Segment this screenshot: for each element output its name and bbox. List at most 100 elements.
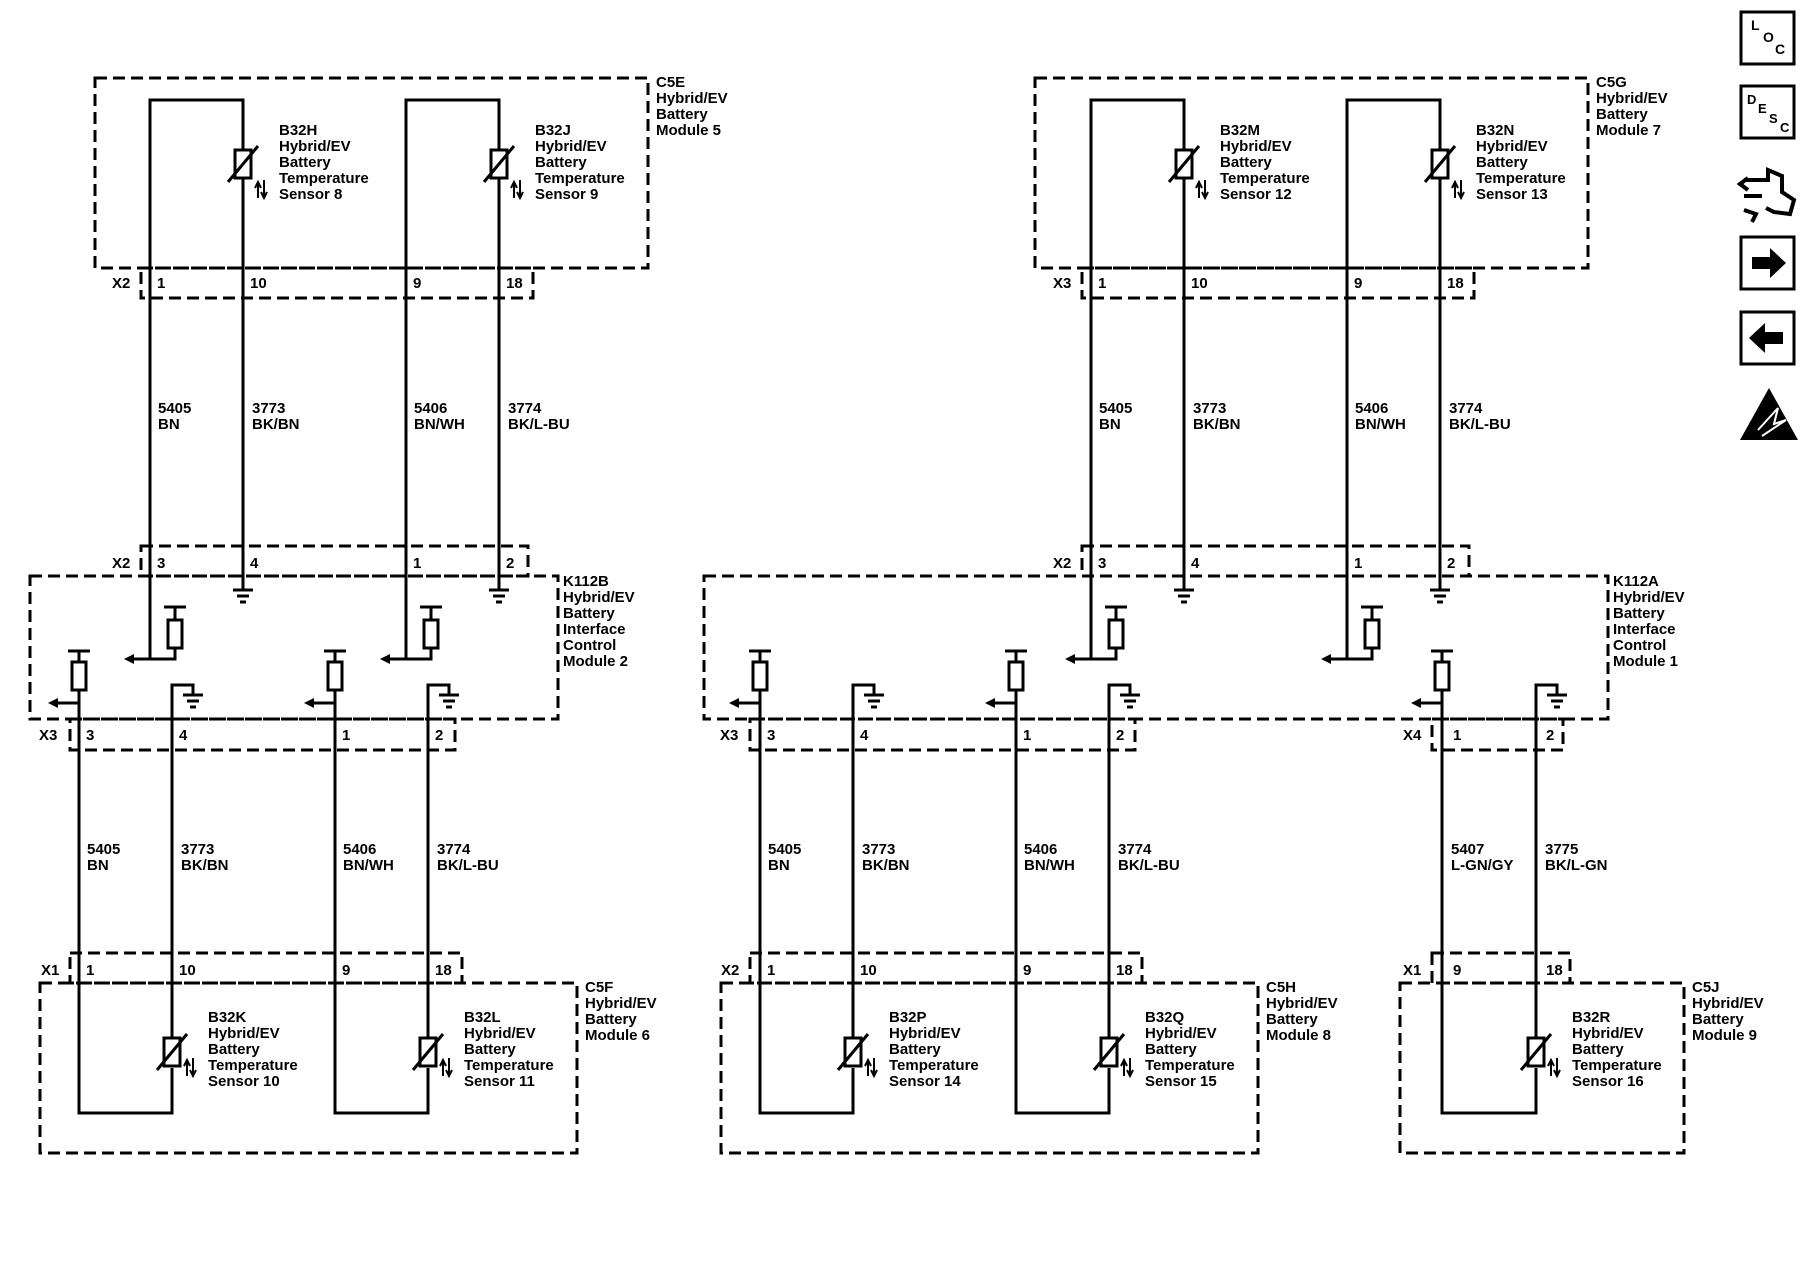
pin-number: 4 bbox=[250, 555, 259, 572]
thermistor-symbol bbox=[1423, 145, 1465, 201]
pin-number: 18 bbox=[1116, 962, 1133, 979]
connector-x3-k112a-bottom bbox=[748, 717, 1137, 752]
wire-5406-bottom-mid bbox=[1014, 680, 1111, 1115]
module-k112a-box bbox=[702, 574, 1610, 721]
thermistor-symbol bbox=[836, 1033, 878, 1079]
pin-number: 1 bbox=[1098, 275, 1106, 292]
pull-up-resistor bbox=[985, 649, 1027, 708]
esd-warning-icon[interactable] bbox=[1740, 388, 1798, 440]
ground-symbol bbox=[1174, 588, 1194, 604]
arrow-left-icon[interactable] bbox=[1739, 310, 1796, 366]
pull-up-resistor bbox=[729, 649, 771, 708]
svg-text:C: C bbox=[1775, 41, 1785, 57]
thermistor-symbol bbox=[1092, 1033, 1134, 1079]
pull-up-resistor bbox=[1411, 649, 1453, 708]
thermistor-symbol bbox=[155, 1033, 197, 1079]
connector-label: X2 bbox=[1053, 555, 1071, 572]
wire-5405-bottom-left bbox=[77, 680, 174, 1115]
ground-symbol bbox=[489, 588, 509, 604]
pin-number: 2 bbox=[1447, 555, 1455, 572]
pin-number: 1 bbox=[1453, 727, 1461, 744]
pull-up-resistor bbox=[124, 605, 186, 664]
pin-number: 9 bbox=[342, 962, 350, 979]
connector-label: X2 bbox=[112, 275, 130, 292]
wire-5405-top-right bbox=[1089, 98, 1186, 659]
connector-label: X4 bbox=[1403, 727, 1422, 744]
pin-number: 1 bbox=[342, 727, 350, 744]
pin-number: 4 bbox=[1191, 555, 1200, 572]
pin-number: 1 bbox=[1023, 727, 1031, 744]
description-icon[interactable]: D E S C bbox=[1739, 84, 1796, 140]
connector-x2-k112b-top bbox=[139, 544, 530, 578]
module-k112b-box bbox=[28, 574, 560, 721]
pin-number: 3 bbox=[1098, 555, 1106, 572]
svg-text:C: C bbox=[1780, 120, 1790, 135]
ground-symbol bbox=[1120, 693, 1140, 709]
module-c5g-box bbox=[1033, 76, 1590, 270]
pin-number: 10 bbox=[1191, 275, 1208, 292]
connector-label: X3 bbox=[39, 727, 57, 744]
wire-3773-bottom-left bbox=[170, 683, 195, 1038]
wire-5406-top-right bbox=[1345, 98, 1442, 659]
pull-up-resistor bbox=[1321, 605, 1383, 664]
pin-number: 2 bbox=[1116, 727, 1124, 744]
pin-number: 18 bbox=[1447, 275, 1464, 292]
wire-5405-top-left bbox=[148, 98, 245, 659]
connector-x3-c5g bbox=[1080, 266, 1476, 300]
svg-text:O: O bbox=[1763, 29, 1774, 45]
connector-icon[interactable] bbox=[1736, 166, 1797, 223]
connector-x1-c5f bbox=[68, 951, 464, 985]
svg-text:L: L bbox=[1751, 17, 1760, 33]
connector-x2-k112a-top bbox=[1080, 544, 1471, 578]
pin-number: 4 bbox=[179, 727, 188, 744]
arrow-right-icon[interactable] bbox=[1739, 235, 1796, 291]
wire-3775-bottom-right bbox=[1534, 683, 1559, 1038]
ground-symbol bbox=[183, 693, 203, 709]
thermistor-symbol bbox=[1167, 145, 1209, 201]
thermistor-symbol bbox=[482, 145, 524, 201]
thermistor-symbol bbox=[1519, 1033, 1561, 1079]
pin-number: 2 bbox=[435, 727, 443, 744]
pin-number: 18 bbox=[435, 962, 452, 979]
module-c5h-box bbox=[719, 981, 1260, 1155]
thermistor-symbol bbox=[226, 145, 268, 201]
pin-number: 10 bbox=[179, 962, 196, 979]
pull-up-resistor bbox=[304, 649, 346, 708]
connector-label: X1 bbox=[1403, 962, 1421, 979]
wire-3773-bottom-mid bbox=[851, 683, 876, 1038]
location-icon[interactable]: L O C bbox=[1739, 10, 1796, 66]
pin-number: 9 bbox=[1453, 962, 1461, 979]
pin-number: 18 bbox=[506, 275, 523, 292]
pin-number: 9 bbox=[1023, 962, 1031, 979]
svg-text:D: D bbox=[1747, 92, 1756, 107]
wire-5407-bottom-right bbox=[1440, 680, 1538, 1115]
wire-5406-bottom-left bbox=[333, 680, 430, 1115]
thermistor-symbol bbox=[411, 1033, 453, 1079]
pin-number: 9 bbox=[1354, 275, 1362, 292]
pin-number: 1 bbox=[413, 555, 421, 572]
pin-number: 2 bbox=[506, 555, 514, 572]
